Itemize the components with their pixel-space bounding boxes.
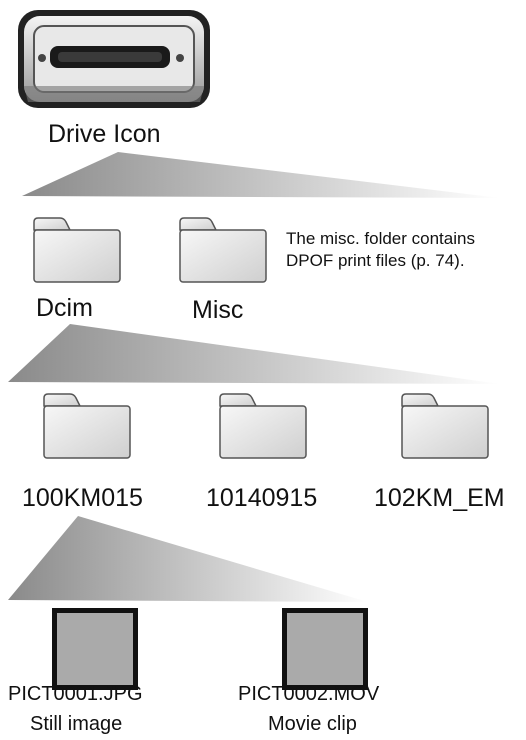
folder-icon-100KM015 — [40, 388, 134, 462]
hierarchy-wedge — [0, 152, 526, 212]
file-type-movie: Movie clip — [268, 713, 357, 735]
folder-icon-misc — [176, 212, 270, 286]
folder-icon-dcim — [30, 212, 124, 286]
movie-clip-thumbnail — [282, 608, 368, 690]
folder-label-10140915: 10140915 — [206, 484, 318, 512]
misc-folder-note: The misc. folder contains DPOF print fil… — [286, 229, 475, 270]
hierarchy-wedge — [0, 516, 526, 606]
folder-icon-102KM_EM — [398, 388, 492, 462]
hierarchy-wedge — [0, 324, 526, 388]
file-name-mov: PICT0002.MOV — [238, 683, 380, 705]
folder-label-misc: Misc — [192, 296, 244, 324]
folder-icon-10140915 — [216, 388, 310, 462]
folder-label-100KM015: 100KM015 — [22, 484, 143, 512]
folder-label-102KM_EM: 102KM_EM — [374, 484, 505, 512]
folder-label-dcim: Dcim — [36, 294, 93, 322]
drive-label: Drive Icon — [48, 120, 161, 148]
drive-icon — [14, 6, 214, 114]
file-type-still: Still image — [30, 713, 123, 735]
still-image-thumbnail — [52, 608, 138, 690]
file-name-jpg: PICT0001.JPG — [8, 683, 143, 705]
